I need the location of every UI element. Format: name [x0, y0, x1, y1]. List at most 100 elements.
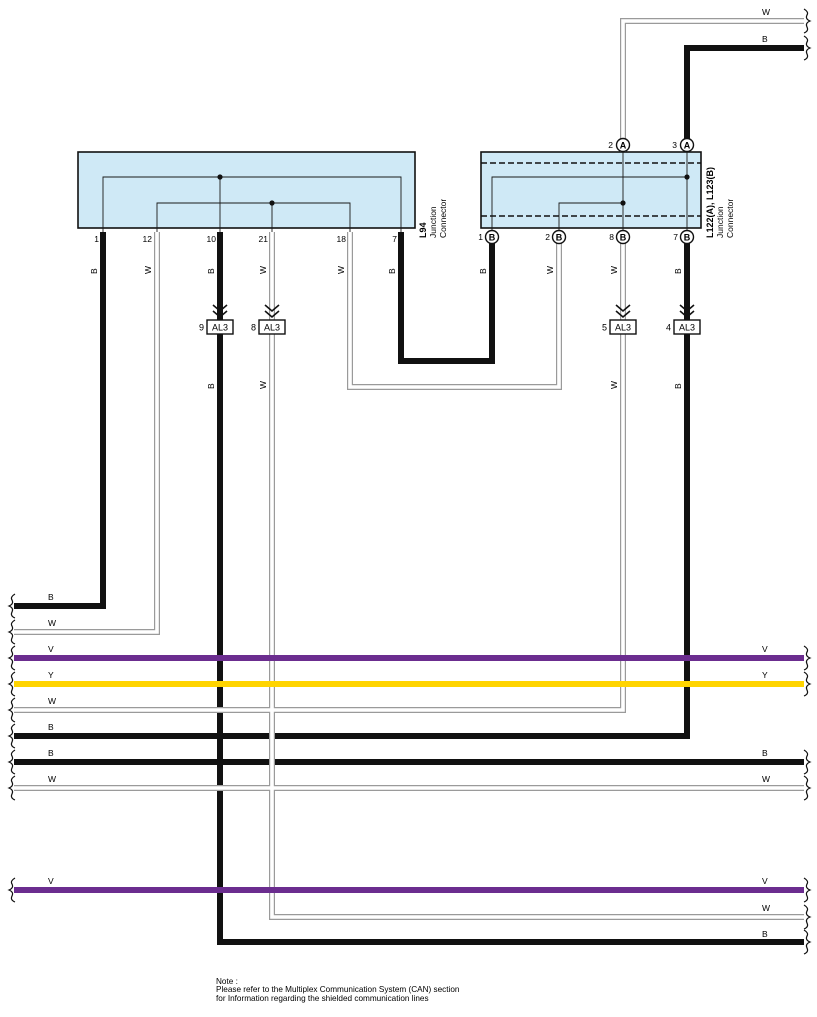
l122-top-pin-number: 3: [672, 140, 677, 150]
wire-end-brace: [7, 697, 16, 723]
l94-pin-number: 18: [337, 234, 347, 244]
l94-internal-bus: [102, 176, 402, 232]
wire-end-brace: [7, 877, 16, 903]
wire-color-label: W: [762, 903, 770, 913]
wire-end-brace: [803, 8, 812, 34]
wire-color-label: W: [609, 381, 619, 389]
l122-top-pin-id: A: [684, 141, 691, 151]
wire-color-label: B: [762, 748, 768, 758]
wire-end-braces-right: [803, 8, 812, 955]
wire-color-label: B: [478, 268, 488, 274]
wire-color-label: V: [48, 644, 54, 654]
l122-bottom-pin-number: 8: [609, 232, 614, 242]
wire-end-brace: [803, 35, 812, 61]
junction-pin-number: 4: [666, 323, 671, 333]
wire-color-label: W: [143, 266, 153, 274]
junction-code: AL3: [679, 323, 695, 333]
wire-end-brace: [803, 775, 812, 801]
wire-end-brace: [7, 671, 16, 697]
l94-pin-number: 12: [143, 234, 153, 244]
l122-splice-dot: [684, 174, 690, 180]
wire-color-label: Y: [762, 670, 768, 680]
wire-color-label: W: [336, 266, 346, 274]
l94-connector-box: [77, 151, 416, 229]
wire-color-label: V: [762, 876, 768, 886]
wire-end-brace: [7, 749, 16, 775]
junction-pin-number: 9: [199, 323, 204, 333]
wire-end-brace: [803, 877, 812, 903]
l122-top-pin-number: 2: [608, 140, 613, 150]
junction-arrows: [212, 304, 695, 319]
l94-connector-name-line: Junction: [428, 206, 438, 238]
wire-color-label: B: [387, 268, 397, 274]
l122-connector-name-line: Junction: [715, 206, 725, 238]
wire-color-label: B: [89, 268, 99, 274]
l122-bottom-pin-id: B: [684, 233, 691, 243]
wire-end-brace: [7, 645, 16, 671]
wire-color-label: B: [48, 722, 54, 732]
l94-splice-dot: [269, 200, 275, 206]
wire-color-label: W: [545, 266, 555, 274]
wire-color-label: W: [48, 774, 56, 784]
wire-color-label: W: [258, 266, 268, 274]
wire-color-label: V: [762, 644, 768, 654]
l122-connector-name-line: Connector: [725, 199, 735, 238]
wire-end-brace: [803, 671, 812, 697]
wire-end-brace: [7, 593, 16, 619]
wire-color-label: V: [48, 876, 54, 886]
black-wires: [14, 45, 804, 945]
l94-pin-number: 10: [207, 234, 217, 244]
note-line: for Information regarding the shielded c…: [216, 993, 429, 1003]
wire-end-brace: [803, 749, 812, 775]
l122-connector-code: L122(A), L123(B): [705, 167, 715, 238]
white-wires: [14, 18, 804, 920]
l122-splice-dot: [620, 200, 626, 206]
wire-color-label: W: [258, 381, 268, 389]
wire-color-label: B: [206, 268, 216, 274]
wire-end-brace: [7, 723, 16, 749]
l122-bottom-pin-id: B: [620, 233, 627, 243]
wire-color-label: Y: [48, 670, 54, 680]
l122-connector-name: Junction Connector: [715, 199, 735, 238]
wire-color-label: B: [673, 383, 683, 389]
wire-color-label: B: [673, 268, 683, 274]
l122-bottom-pin-id: B: [556, 233, 563, 243]
l94-connector-code: L94: [418, 222, 428, 238]
l122-internal-bus: [491, 152, 688, 232]
junction-code: AL3: [264, 323, 280, 333]
black-wire-l122-pin3: [684, 45, 804, 152]
l94-pin-number: 21: [259, 234, 269, 244]
wire-end-brace: [7, 775, 16, 801]
junction-pin-number: 8: [251, 323, 256, 333]
l94-connector-name: Junction Connector: [428, 199, 448, 238]
junction-code: AL3: [212, 323, 228, 333]
wire-end-brace: [803, 645, 812, 671]
wire-color-label: B: [48, 592, 54, 602]
wire-end-braces-left: [7, 593, 16, 903]
note-heading: Note :: [216, 977, 238, 986]
l94-connector-name-line: Connector: [438, 199, 448, 238]
junction-code: AL3: [615, 323, 631, 333]
wire-end-brace: [803, 904, 812, 930]
wire-end-brace: [7, 619, 16, 645]
wire-color-label: B: [762, 34, 768, 44]
wire-color-label: B: [762, 929, 768, 939]
wire-color-label: W: [48, 696, 56, 706]
l122-pin-circles: [484, 137, 695, 245]
wire-color-label: B: [206, 383, 216, 389]
junction-boxes: [206, 319, 701, 335]
note-line: Please refer to the Multiplex Communicat…: [216, 985, 460, 995]
l122-top-pin-id: A: [620, 141, 627, 151]
black-wire-l94-pin7-to-l122-pin1: [398, 232, 495, 364]
l94-pin-number: 1: [94, 234, 99, 244]
junction-pin-number: 5: [602, 323, 607, 333]
l122-bottom-pin-number: 7: [673, 232, 678, 242]
l94-pin-number: 7: [392, 234, 397, 244]
l94-splice-dot: [217, 174, 223, 180]
wire-end-brace: [803, 929, 812, 955]
wire-color-label: W: [48, 618, 56, 628]
wire-color-label: W: [762, 774, 770, 784]
wire-color-label: B: [48, 748, 54, 758]
wire-color-label: W: [609, 266, 619, 274]
